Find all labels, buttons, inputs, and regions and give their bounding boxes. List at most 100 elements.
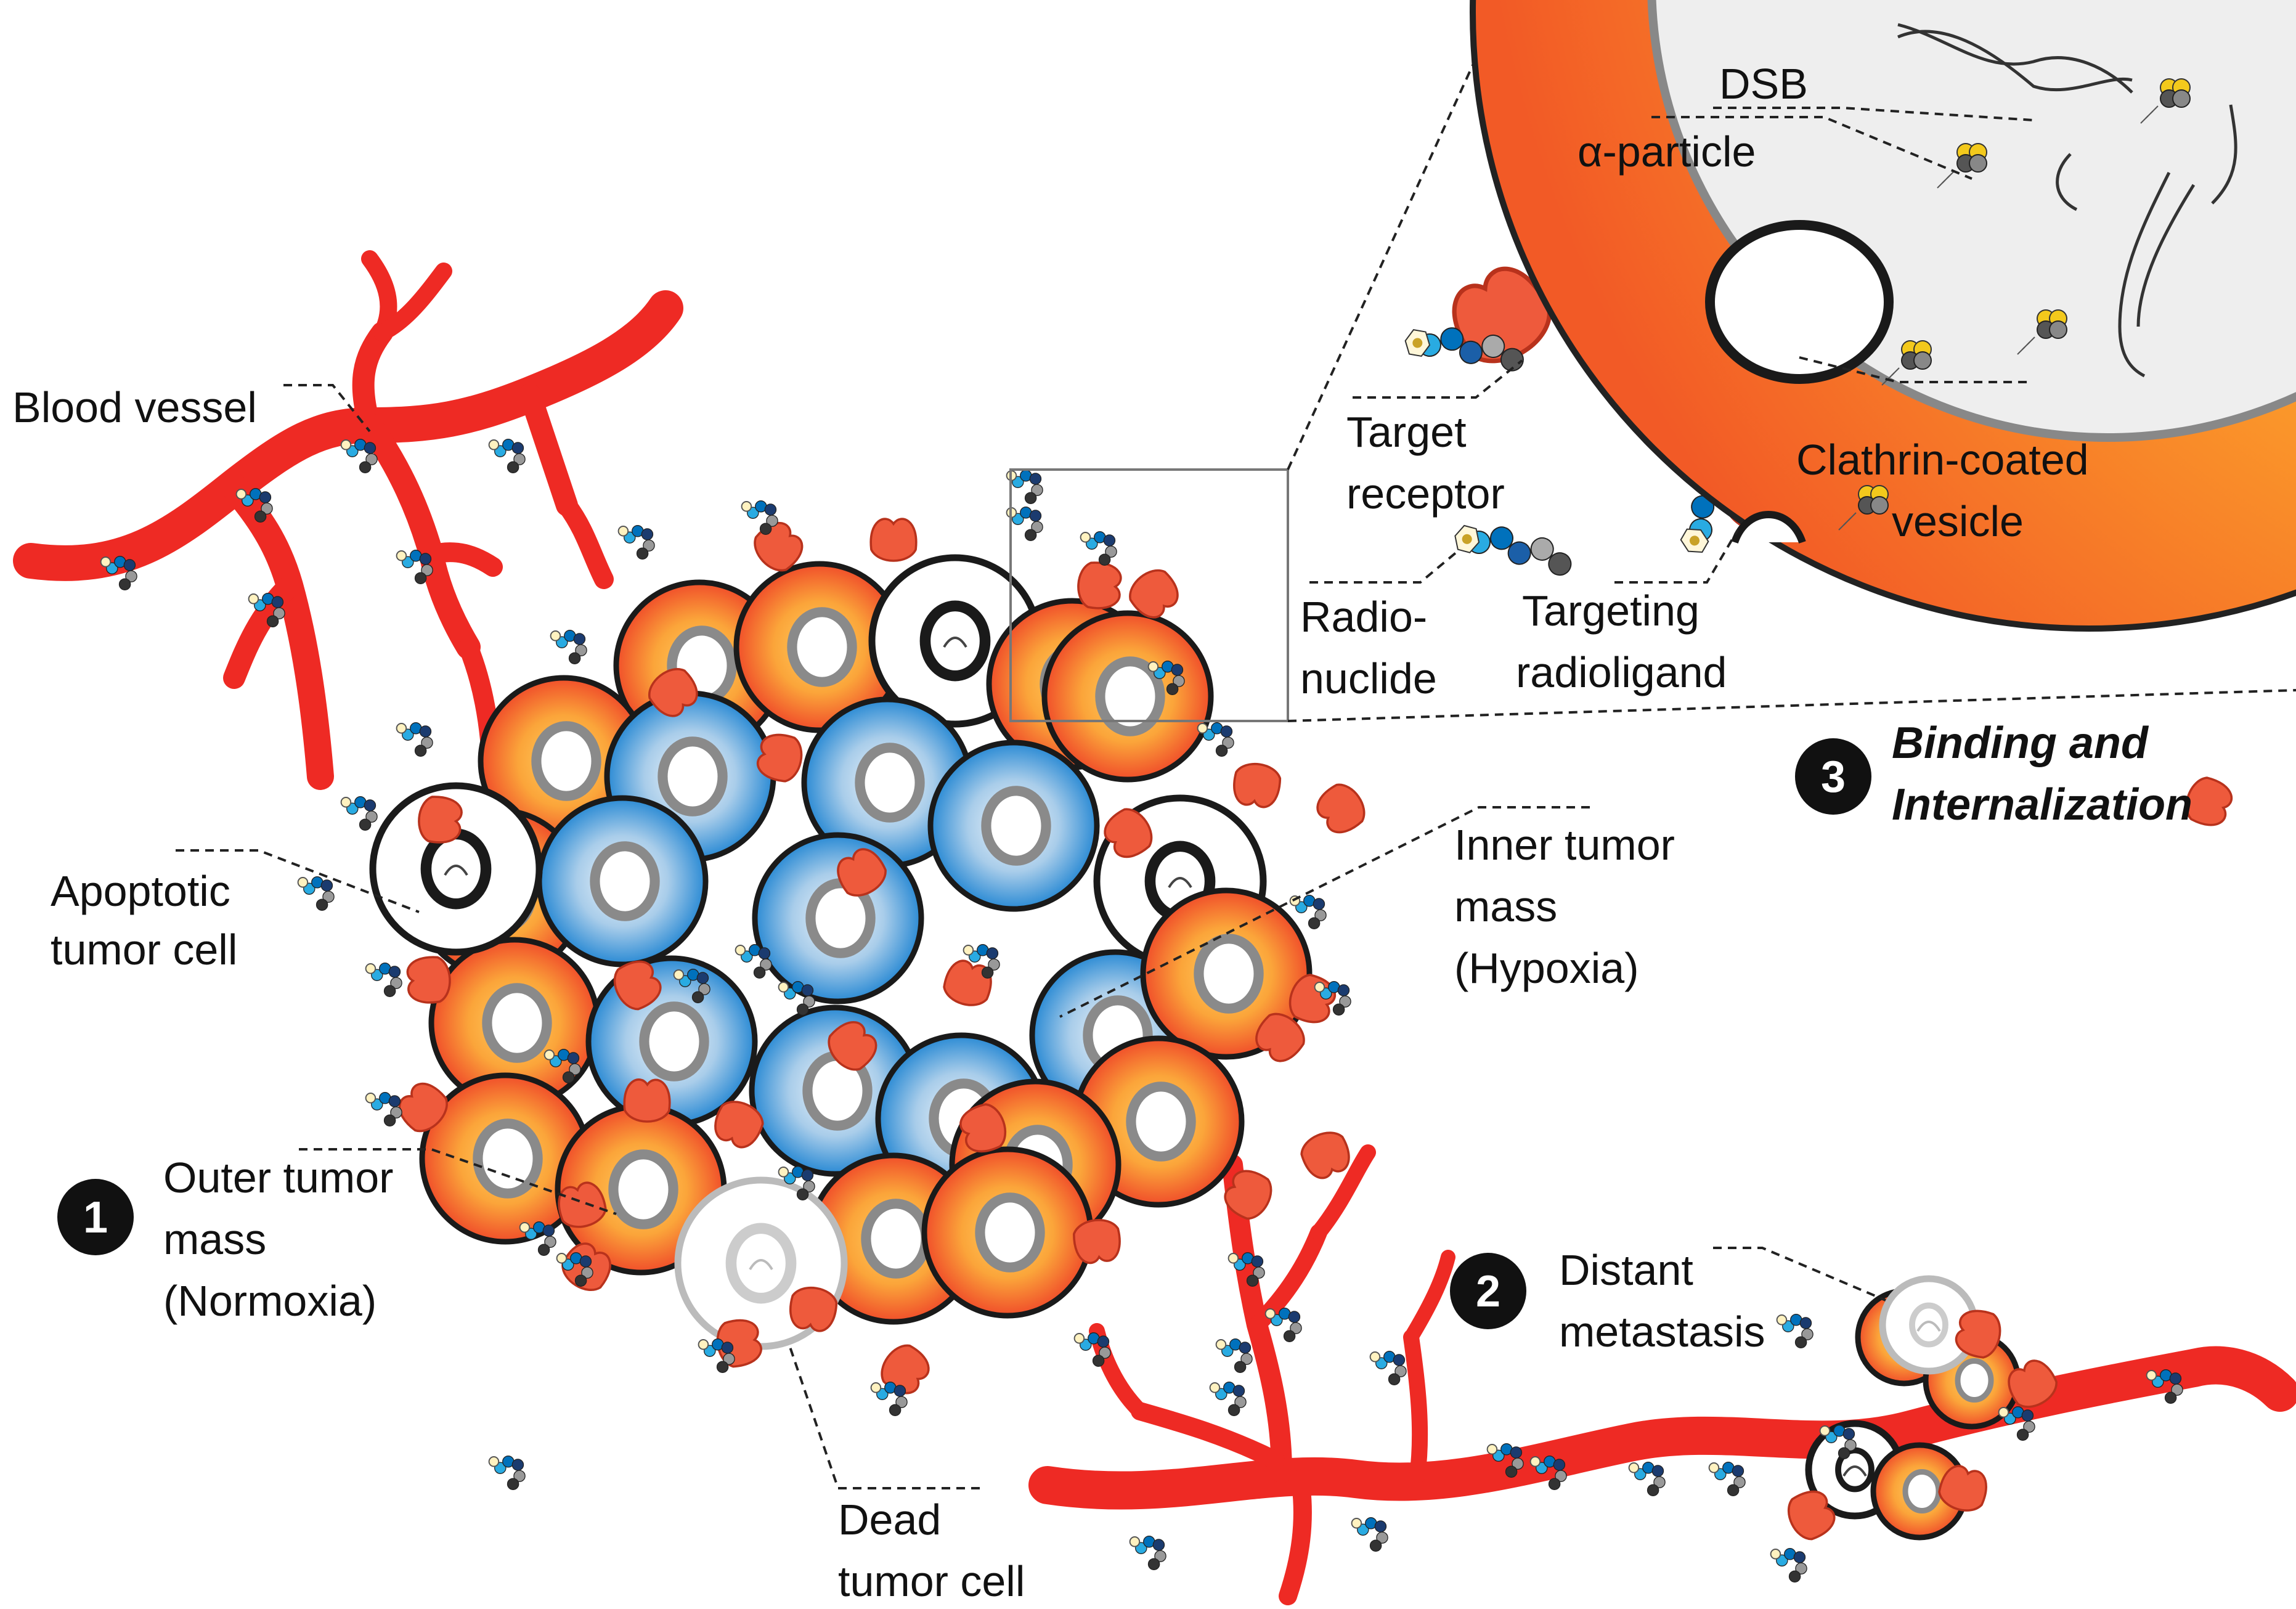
receptor [1104, 808, 1153, 858]
tumor-cell [419, 1072, 592, 1245]
receptor [613, 960, 662, 1011]
radioligand [550, 630, 587, 664]
membrane-pit [1731, 511, 1806, 544]
radioligand [778, 981, 815, 1016]
label-inner-2: mass [1454, 882, 1557, 931]
radioligand [1289, 895, 1327, 929]
receptor [648, 668, 698, 717]
radioligand [1819, 1425, 1857, 1459]
label-dead-2: tumor cell [838, 1557, 1025, 1605]
radioligand [1770, 1548, 1807, 1583]
receptor [2185, 776, 2233, 826]
label-targeting-1: Targeting [1522, 587, 1700, 635]
radioligand [340, 439, 378, 473]
clathrin-vesicle [1705, 220, 1894, 384]
tumor-cell [536, 795, 709, 967]
alpha-particles [1838, 78, 2191, 531]
label-inner-1: Inner tumor [1454, 821, 1675, 869]
alpha-particle [1937, 143, 1987, 189]
metastasis-cell [1870, 1442, 1969, 1541]
radioligand [1080, 531, 1117, 566]
zoomed-tumor-cell [1470, 0, 2296, 632]
label-radio-2: nuclide [1300, 654, 1437, 703]
tumor-cell-cluster [369, 554, 1313, 1350]
receptor [1233, 763, 1282, 809]
zoom-box [1009, 468, 1289, 722]
receptor [714, 1101, 764, 1149]
radioligand [963, 944, 1000, 979]
radioligand [673, 969, 710, 1003]
receptor [959, 1103, 1007, 1153]
label-blood-vessel: Blood vessel [12, 383, 257, 431]
tumor-cell [1140, 887, 1313, 1060]
radioligand-detailed [1404, 327, 1524, 372]
radioligand [1369, 1351, 1407, 1385]
labels: Blood vessel Apoptotic tumor cell Outer … [12, 60, 2192, 1605]
radioligand [778, 1166, 815, 1200]
receptor [1255, 1012, 1305, 1062]
alpha-particle [2017, 309, 2067, 355]
label-outer-3: (Normoxia) [163, 1277, 377, 1325]
receptor [1316, 783, 1366, 834]
label-binding-1: Binding and [1892, 719, 2149, 768]
receptor [406, 956, 451, 1004]
radioligand [1227, 1252, 1265, 1287]
radioligand [297, 876, 335, 911]
radioligand [1073, 1332, 1111, 1367]
radioligand [396, 722, 433, 757]
receptor [881, 1344, 930, 1395]
receptor [558, 1181, 607, 1228]
alpha-particle [1881, 340, 1932, 386]
receptor [1073, 1219, 1121, 1265]
radioligand [1314, 981, 1351, 1016]
dna-strands [1897, 23, 2237, 378]
receptor [837, 848, 887, 897]
receptor [1787, 1490, 1836, 1541]
receptor [1955, 1310, 2001, 1359]
label-target-2: receptor [1346, 470, 1505, 518]
radioligand [543, 1049, 581, 1083]
alpha-particle [1838, 485, 1889, 531]
receptor [943, 959, 992, 1006]
radioligand [617, 525, 655, 560]
radioligand [488, 439, 526, 473]
radioligand [556, 1252, 593, 1287]
label-target-1: Target [1346, 408, 1467, 456]
tumor-cell [369, 782, 543, 956]
label-clathrin-2: vesicle [1892, 497, 2024, 545]
receptor [754, 521, 804, 572]
receptor [2008, 1359, 2058, 1408]
radioligand [1708, 1462, 1746, 1496]
radioligand-detailed [1454, 524, 1572, 576]
label-radio-1: Radio- [1300, 593, 1427, 641]
receptor [756, 733, 803, 783]
label-outer-1: Outer tumor [163, 1154, 393, 1202]
radioligand [1006, 507, 1043, 541]
receptor [1938, 1465, 1987, 1512]
receptor [828, 1020, 877, 1071]
receptor [869, 518, 918, 562]
radioligand [1351, 1517, 1388, 1552]
receptor [623, 1078, 671, 1123]
metastasis-cell [1879, 1275, 1979, 1375]
radioligand [1264, 1308, 1302, 1342]
label-clathrin-1: Clathrin-coated [1796, 436, 2089, 484]
radioligand [340, 796, 378, 831]
receptor [1300, 1131, 1350, 1179]
receptor [1129, 569, 1179, 619]
svg-text:2: 2 [1476, 1267, 1500, 1316]
radioligand [2146, 1369, 2183, 1404]
receptor [418, 796, 463, 844]
marker-3: 3 [1795, 738, 1871, 815]
label-dead-1: Dead [838, 1496, 941, 1544]
radioligand [1215, 1338, 1253, 1373]
radioligand [1998, 1406, 2035, 1441]
label-distant-2: metastasis [1559, 1308, 1765, 1356]
radioligand [519, 1221, 556, 1256]
radioligand [100, 556, 137, 590]
alpha-particle [2140, 78, 2191, 124]
receptor [1452, 266, 1552, 364]
radioligand [488, 1456, 526, 1490]
label-apoptotic-2: tumor cell [51, 926, 237, 974]
